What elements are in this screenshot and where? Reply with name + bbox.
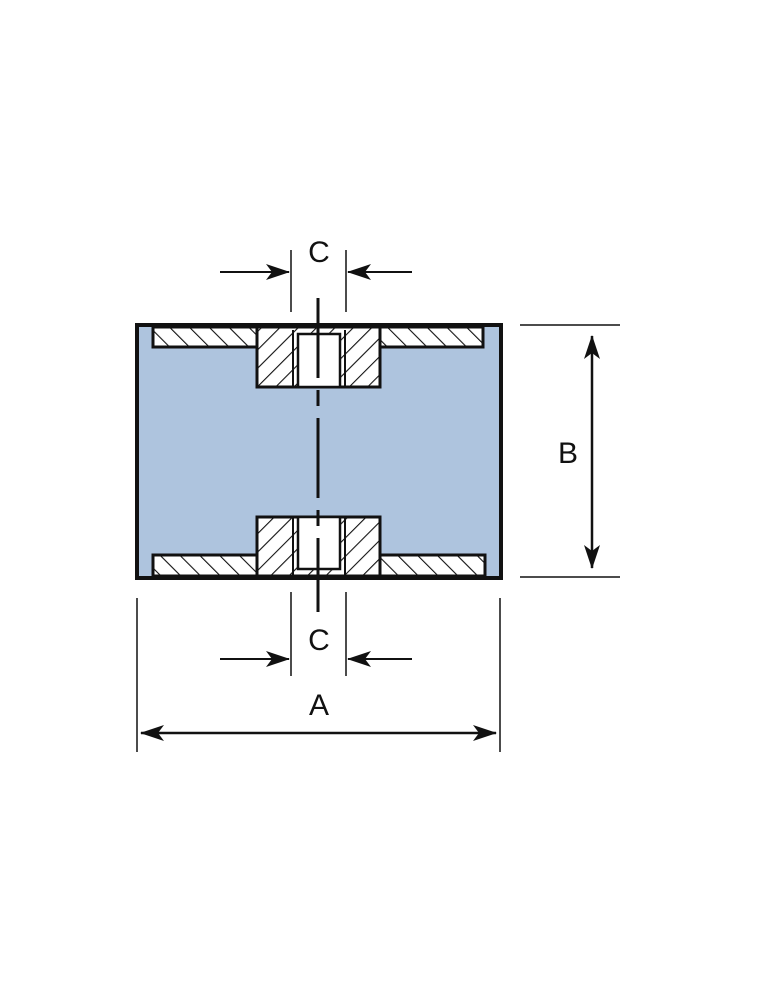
- dimension-c-top: C: [220, 236, 412, 312]
- dimension-b: B: [520, 324, 620, 578]
- label-c-bottom: C: [308, 624, 330, 657]
- label-a: A: [309, 689, 329, 722]
- label-b: B: [558, 437, 578, 470]
- dimension-c-bottom: C: [220, 592, 412, 676]
- dimension-a: A: [136, 598, 501, 752]
- label-c-top: C: [308, 236, 330, 269]
